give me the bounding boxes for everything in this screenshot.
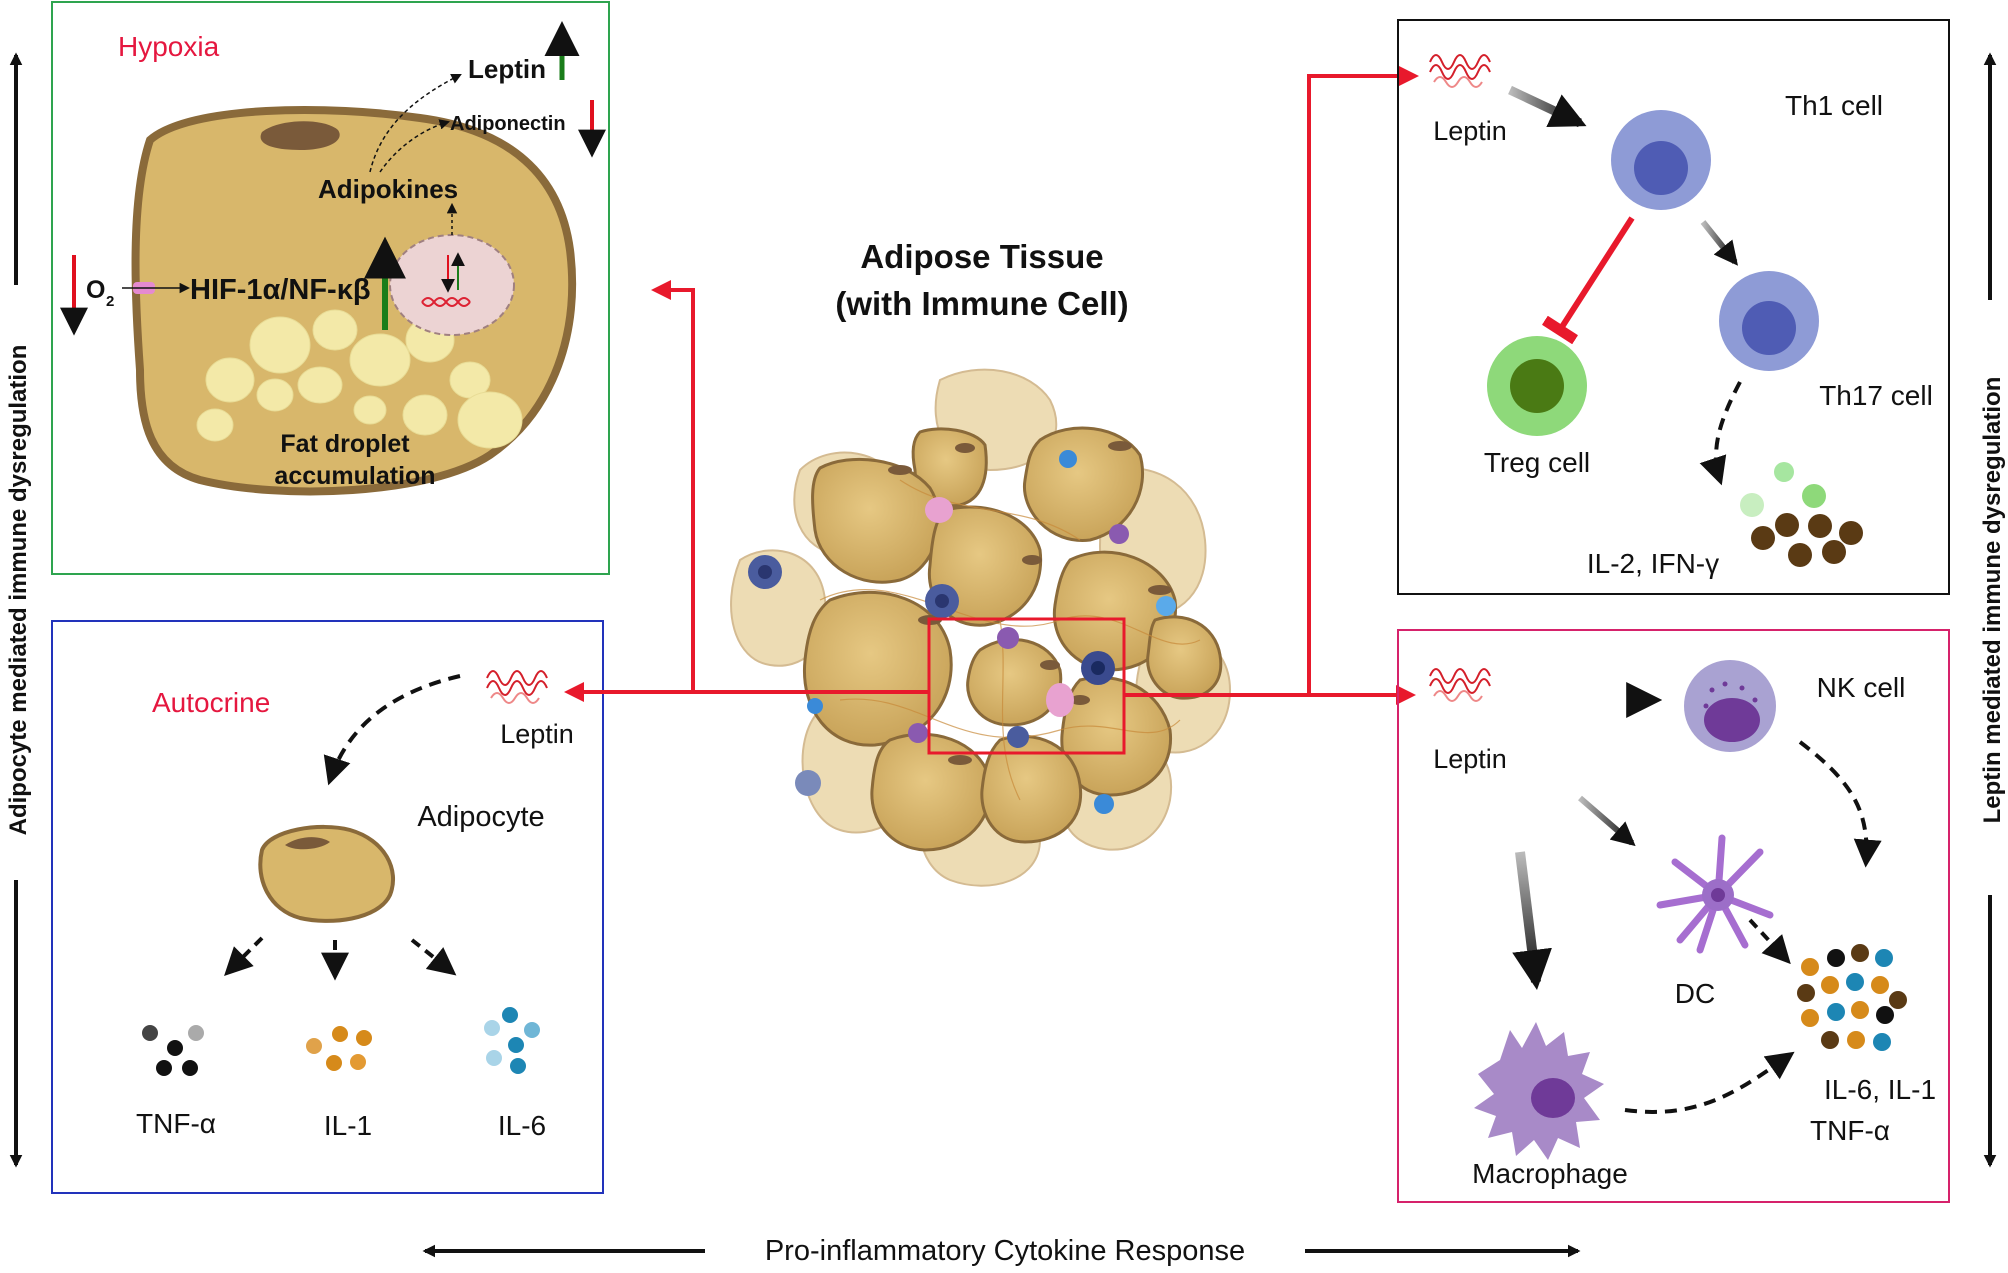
th17-label: Th17 cell [1819,380,1933,411]
th1-label: Th1 cell [1785,90,1883,121]
th-output-label: IL-2, IFN-γ [1587,548,1719,579]
nk-output-line1: IL-6, IL-1 [1824,1074,1936,1105]
leptin-coil-icon [1429,668,1491,702]
autocrine-panel: Autocrine Leptin Adipocyte [51,620,604,1194]
adipocyte-nucleus [260,121,340,150]
il1-dots [306,1026,372,1071]
tnf-dots [142,1025,204,1076]
leptin-label-th: Leptin [1433,116,1507,146]
left-axis: Adipocyte mediated immune dysregulation [5,52,32,1168]
pathway-label: HIF-1α/NF-κβ [190,274,371,306]
nk-output-line2: TNF-α [1810,1115,1890,1146]
leptin-coil-icon [486,670,548,704]
leptin-coil-icon [1429,54,1491,88]
fat-droplets [196,309,523,449]
adipokines-label: Adipokines [318,174,458,204]
il6-dots [484,1007,540,1074]
left-axis-label: Adipocyte mediated immune dysregulation [5,345,32,836]
th-cytokine-dots [1740,462,1863,567]
nk-cytokine-dots [1797,944,1907,1051]
nk-label: NK cell [1817,672,1906,703]
center-title-line1: Adipose Tissue [860,238,1103,275]
adipose-tissue: Adipose Tissue (with Immune Cell) [730,238,1232,887]
cytokine-label-il1: IL-1 [324,1110,372,1141]
treg-label: Treg cell [1484,447,1590,478]
oxygen-label: O [86,276,105,304]
hypoxia-panel: Hypoxia Fat droplet accumulation [51,1,610,575]
right-axis: Leptin mediated immune dysregulation [1979,52,2006,1168]
autocrine-title: Autocrine [152,687,270,718]
dna-nucleus [389,234,515,336]
autocrine-adipocyte [258,824,396,923]
th-panel: Leptin Th1 cell Th17 cell Treg cell IL-2… [1397,19,1950,595]
adipocyte-label: Adipocyte [417,801,544,833]
leptin-label-autocrine: Leptin [500,719,574,749]
hypoxia-title: Hypoxia [118,31,220,62]
nk-panel: Leptin NK cell DC Macrophage [1397,629,1950,1203]
fat-label-line1: Fat droplet [280,430,410,458]
fat-label-line2: accumulation [274,462,435,490]
macrophage-label: Macrophage [1472,1158,1628,1189]
bottom-axis: Pro-inflammatory Cytokine Response [422,1235,1581,1267]
cytokine-label-il6: IL-6 [498,1110,546,1141]
oxygen-subscript: 2 [106,293,114,310]
tissue-zoom-box [927,617,1126,755]
dc-label: DC [1675,978,1715,1009]
adiponectin-label: Adiponectin [450,113,566,135]
leptin-label-hypoxia: Leptin [468,54,546,84]
leptin-label-nk: Leptin [1433,744,1507,774]
bottom-axis-label: Pro-inflammatory Cytokine Response [765,1235,1245,1267]
cytokine-label-tnf: TNF-α [136,1108,216,1139]
red-connectors [564,66,1419,705]
center-title-line2: (with Immune Cell) [835,285,1128,322]
right-axis-label: Leptin mediated immune dysregulation [1979,377,2006,824]
